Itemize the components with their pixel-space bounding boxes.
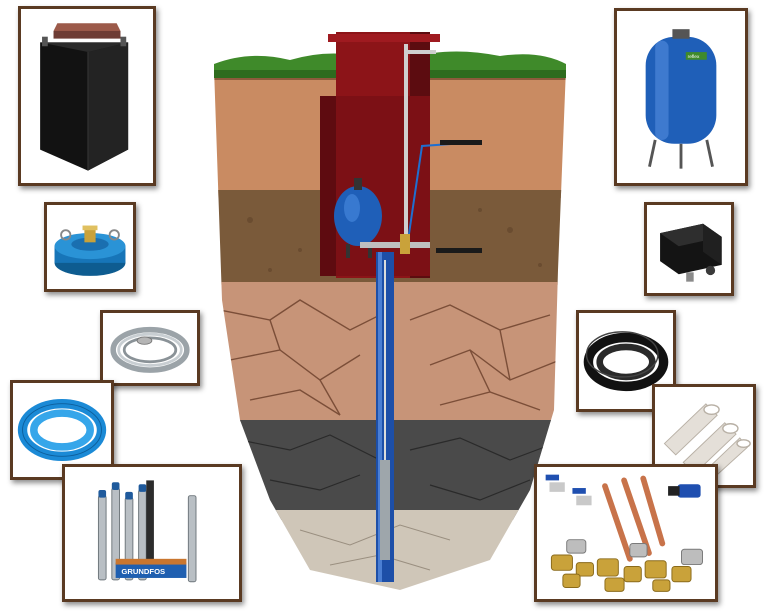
card-expansion-tank: reflex bbox=[614, 8, 748, 186]
well-cap-icon bbox=[47, 205, 133, 289]
card-pressure-switch bbox=[644, 202, 734, 296]
tank-brand: reflex bbox=[688, 54, 700, 60]
card-caisson bbox=[18, 6, 156, 186]
fittings-icon bbox=[538, 467, 714, 599]
well-cross-section-drawing bbox=[214, 32, 566, 590]
pump-box-brand: GRUNDFOS bbox=[121, 567, 165, 576]
card-steel-cable bbox=[100, 310, 200, 386]
pressure-switch-icon bbox=[647, 205, 731, 293]
pump-icon: GRUNDFOS bbox=[65, 467, 239, 599]
card-brass-fittings bbox=[534, 464, 718, 602]
expansion-tank-icon: reflex bbox=[617, 11, 745, 183]
card-submersible-pumps: GRUNDFOS bbox=[62, 464, 242, 602]
soil-cross-section bbox=[210, 20, 570, 600]
blue-pipe-coil-icon bbox=[13, 383, 111, 477]
caisson-icon bbox=[21, 9, 153, 183]
card-well-head-cap bbox=[44, 202, 136, 292]
cable-coil-icon bbox=[103, 313, 197, 383]
